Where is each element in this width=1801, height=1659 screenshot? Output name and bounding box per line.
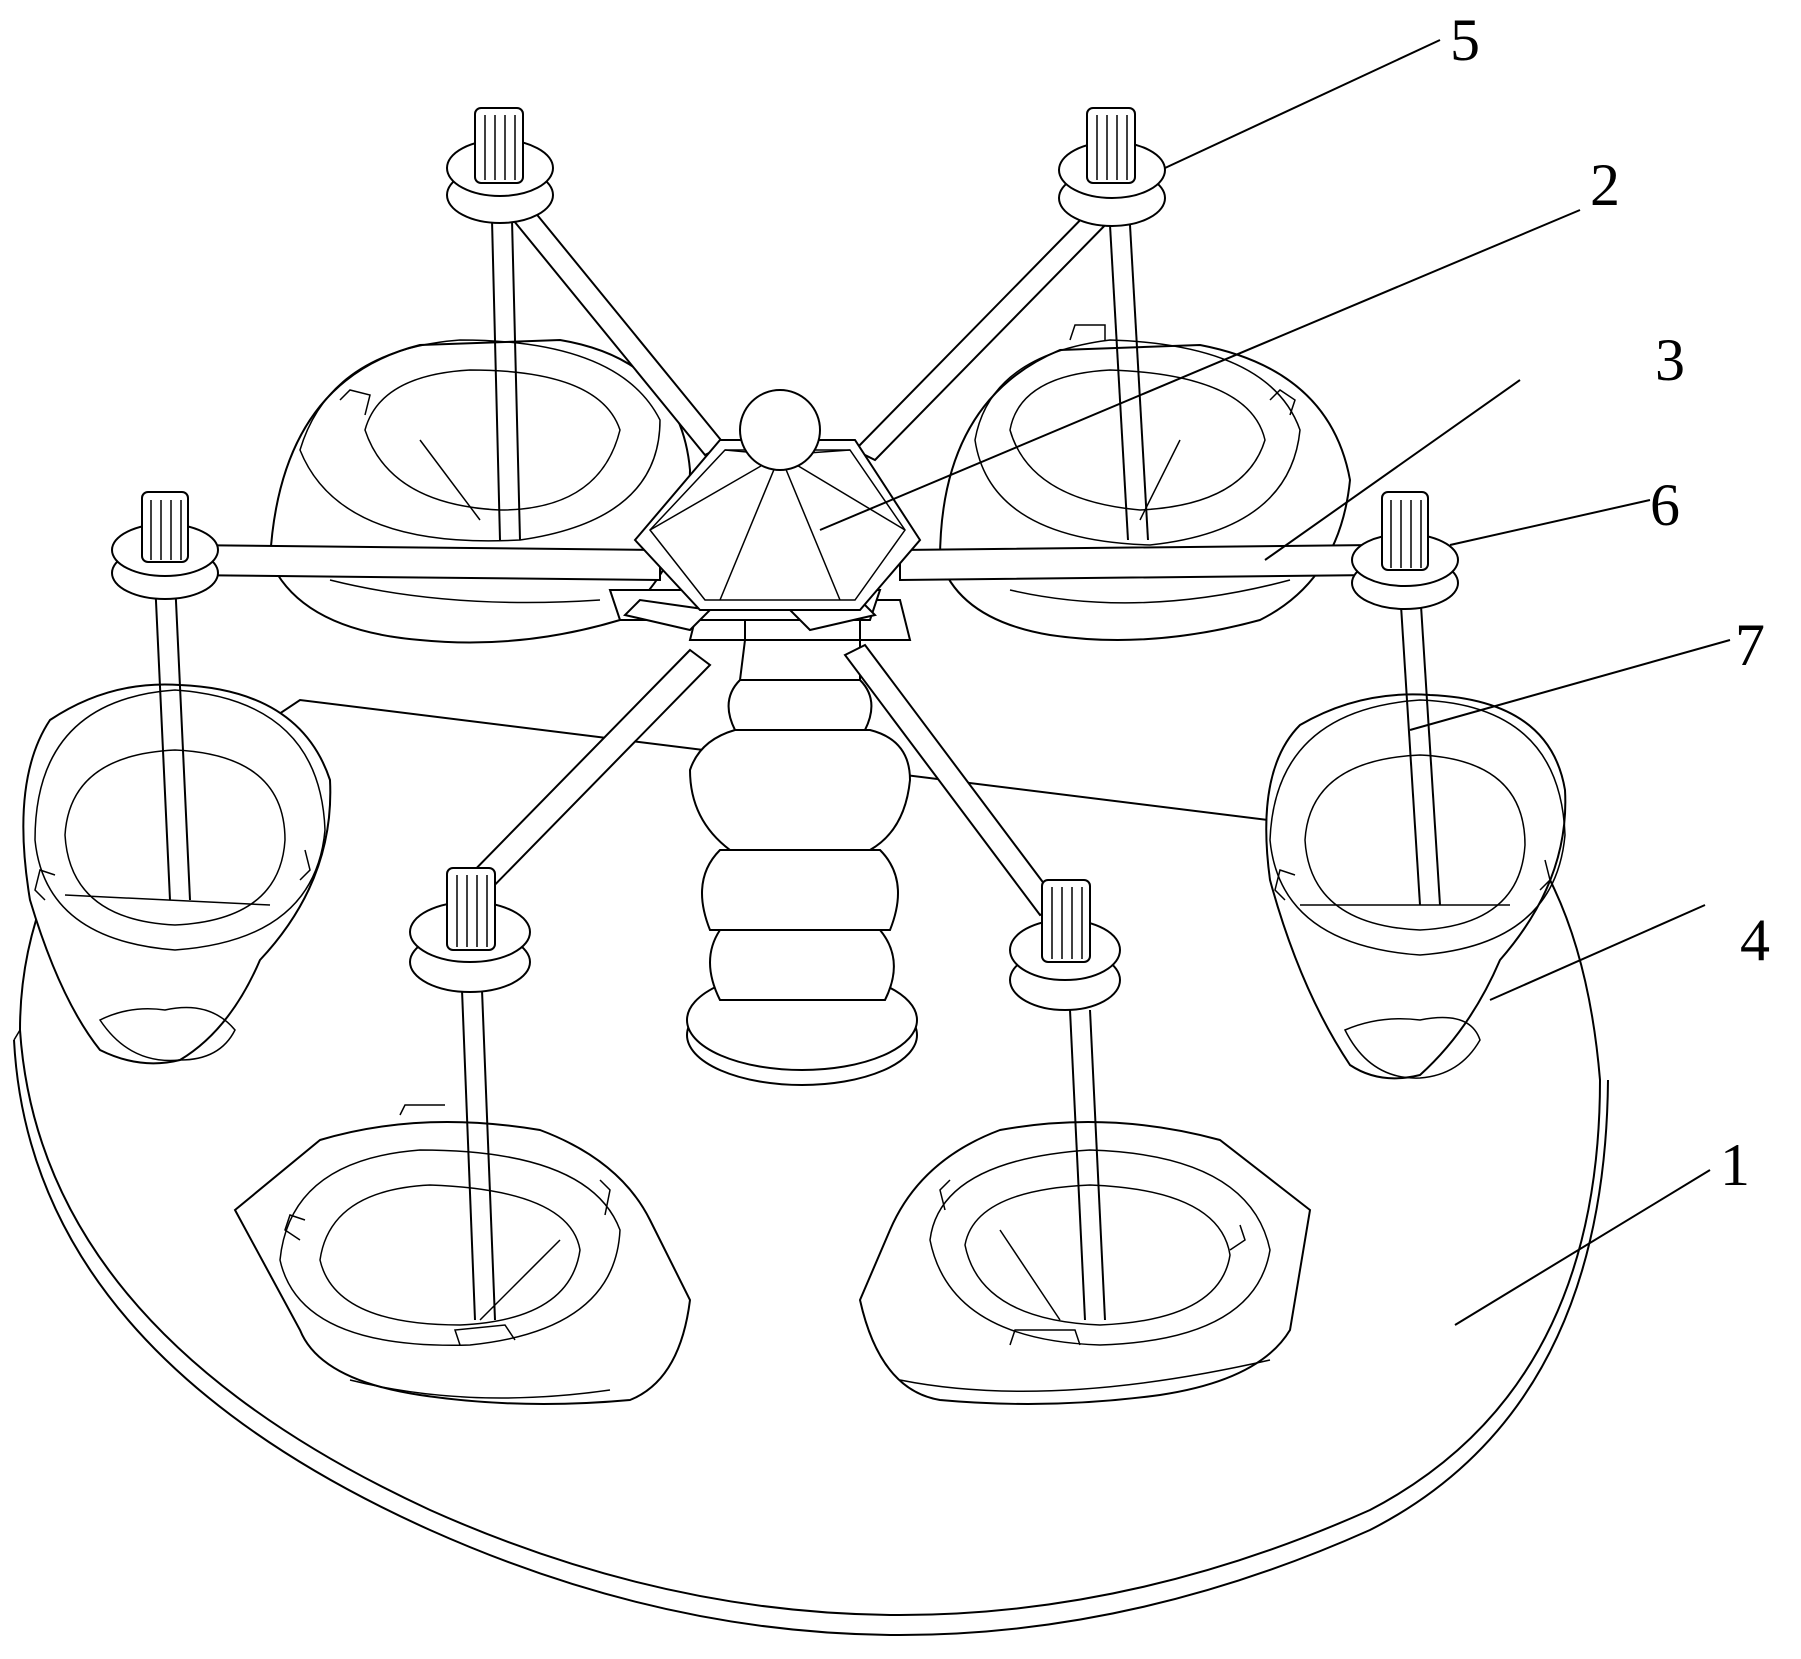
pan-bottom-right [858,1121,1312,1405]
hub [608,389,922,632]
callout-6: 6 [1650,472,1680,538]
callout-1: 1 [1720,1132,1750,1198]
callout-5: 5 [1450,7,1480,73]
callout-7: 7 [1735,612,1765,678]
motor-left [111,491,219,901]
pan-bottom-left [233,1104,692,1405]
pan-left [22,683,332,1065]
motor-top-left [446,107,554,541]
callout-3: 3 [1655,327,1685,393]
motor-right [1351,491,1459,906]
motor-bottom-left [409,867,531,1321]
motor-top-right [1058,107,1166,541]
motor-bottom-right [1009,879,1121,1321]
callout-2: 2 [1590,152,1620,218]
callout-4: 4 [1740,907,1770,973]
arms [179,198,1376,917]
leader-lines [819,39,1731,1326]
callouts: 5 2 3 6 7 4 1 [1450,7,1770,1198]
pan-right [1265,693,1567,1080]
